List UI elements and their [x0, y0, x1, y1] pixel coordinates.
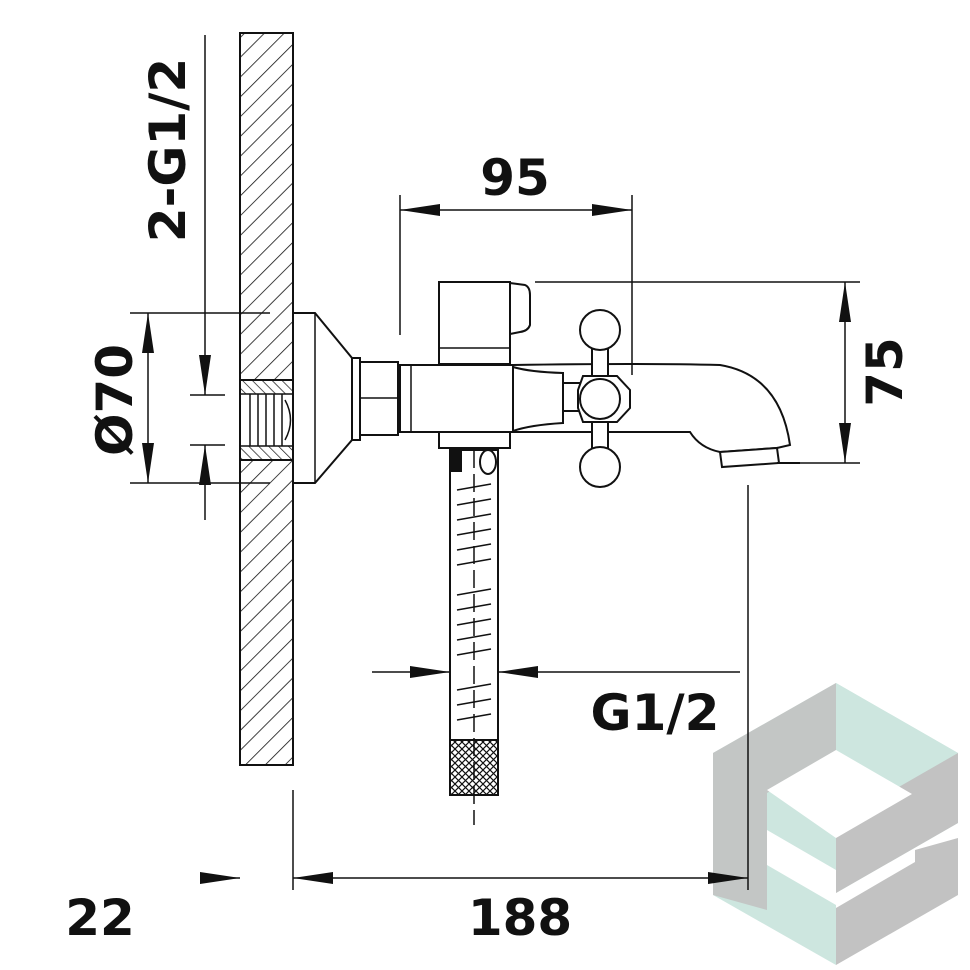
dimension-hose-thread: G1/2 — [591, 684, 720, 742]
dimension-188: 188 — [468, 889, 572, 947]
cross-handle — [562, 309, 631, 488]
dimension-22: 22 — [65, 889, 135, 947]
watermark-logo — [713, 683, 958, 965]
dimension-inlet-thread: 2-G1/2 — [139, 58, 197, 242]
wall-section — [239, 32, 294, 766]
dimension-75: 75 — [856, 337, 914, 407]
shower-hose — [449, 449, 499, 825]
dimension-lines — [130, 35, 860, 890]
dimension-diameter-70: Ø70 — [86, 344, 144, 456]
faucet-body — [292, 281, 800, 484]
dimension-95: 95 — [480, 149, 550, 207]
